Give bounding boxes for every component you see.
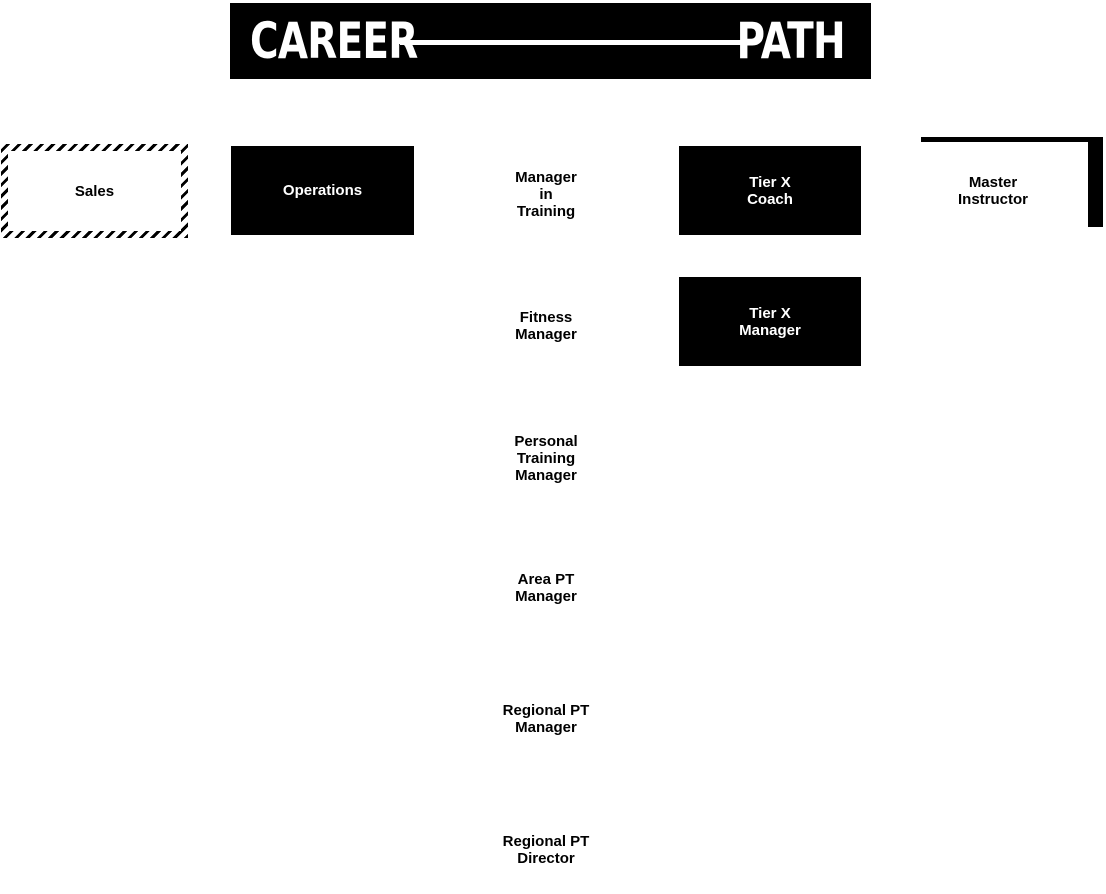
node-personal-training-manager-label: Personal Training Manager <box>514 432 578 484</box>
node-area-pt-manager: Area PT Manager <box>456 545 636 631</box>
node-operations: Operations <box>231 146 414 235</box>
career-path-banner: CAREER PATH <box>230 3 871 79</box>
node-operations-label: Operations <box>282 182 363 199</box>
node-area-pt-manager-label: Area PT Manager <box>515 571 577 605</box>
node-regional-pt-manager: Regional PT Manager <box>456 676 636 762</box>
node-sales: Sales <box>1 144 188 238</box>
node-master-instructor: Master Instructor <box>902 146 1084 235</box>
banner-connector-line <box>400 40 744 45</box>
node-sales-label: Sales <box>74 182 115 200</box>
node-fitness-manager-label: Fitness Manager <box>515 309 577 343</box>
banner-right-word: PATH <box>736 12 846 70</box>
node-regional-pt-director-label: Regional PT Director <box>502 833 590 867</box>
node-personal-training-manager: Personal Training Manager <box>456 413 636 503</box>
master-instructor-bracket <box>921 137 1103 227</box>
node-tier-x-coach: Tier X Coach <box>679 146 861 235</box>
node-manager-in-training-label: Manager in Training <box>515 168 577 220</box>
node-regional-pt-manager-label: Regional PT Manager <box>502 702 590 736</box>
banner-left-word: CAREER <box>250 12 418 70</box>
node-master-instructor-label: Master Instructor <box>957 173 1028 208</box>
node-tier-x-coach-label: Tier X Coach <box>747 173 793 208</box>
node-fitness-manager: Fitness Manager <box>456 283 636 369</box>
node-tier-x-manager-label: Tier X Manager <box>739 304 801 339</box>
node-tier-x-manager: Tier X Manager <box>679 277 861 366</box>
node-regional-pt-director: Regional PT Director <box>456 807 636 893</box>
node-manager-in-training: Manager in Training <box>456 146 636 242</box>
